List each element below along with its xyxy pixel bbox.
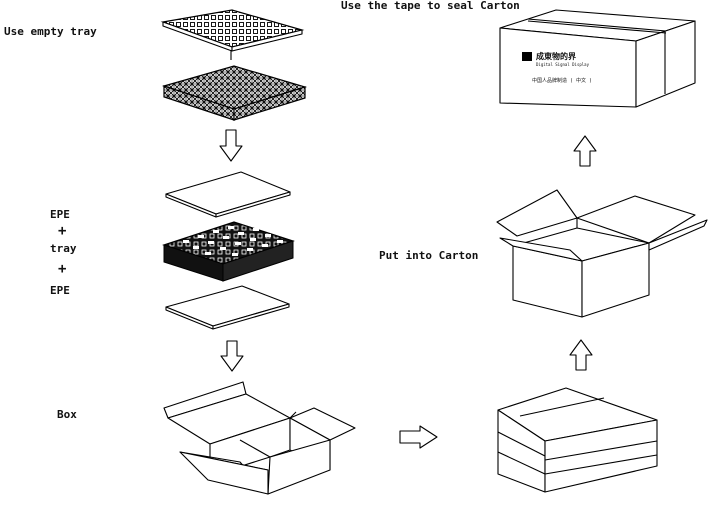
label-epe-bottom: EPE [50, 284, 70, 297]
brand-logo-icon [522, 52, 532, 61]
filled-tray [162, 221, 295, 282]
open-carton [496, 189, 708, 318]
label-epe-top: EPE [50, 208, 70, 221]
epe-sheet-bottom [165, 285, 290, 330]
carton-brand-text: 成東物的界 [536, 52, 576, 61]
stacked-boxes [497, 387, 658, 493]
label-put-into-carton: Put into Carton [379, 249, 479, 262]
label-seal-carton: Use the tape to seal Carton [341, 0, 520, 12]
label-plus-1: + [58, 223, 67, 239]
epe-sheet-top [165, 171, 291, 218]
label-box: Box [57, 408, 77, 421]
down-arrow-icon [219, 129, 243, 162]
empty-tray-lid [160, 9, 305, 52]
label-tray: tray [50, 242, 77, 255]
right-arrow-icon [399, 425, 438, 449]
empty-tray-body [161, 65, 308, 121]
carton-brand-subtitle: Digital Signal Display [536, 62, 589, 67]
label-plus-2: + [58, 261, 67, 277]
label-use-empty-tray: Use empty tray [4, 25, 97, 38]
carton-brand-line3: 中国人品牌制造 ( 中文 ) [532, 78, 593, 84]
sealed-carton [499, 9, 696, 108]
up-arrow-icon [569, 339, 593, 371]
down-arrow-icon [220, 340, 244, 372]
up-arrow-icon [573, 135, 597, 167]
open-box [163, 381, 356, 495]
